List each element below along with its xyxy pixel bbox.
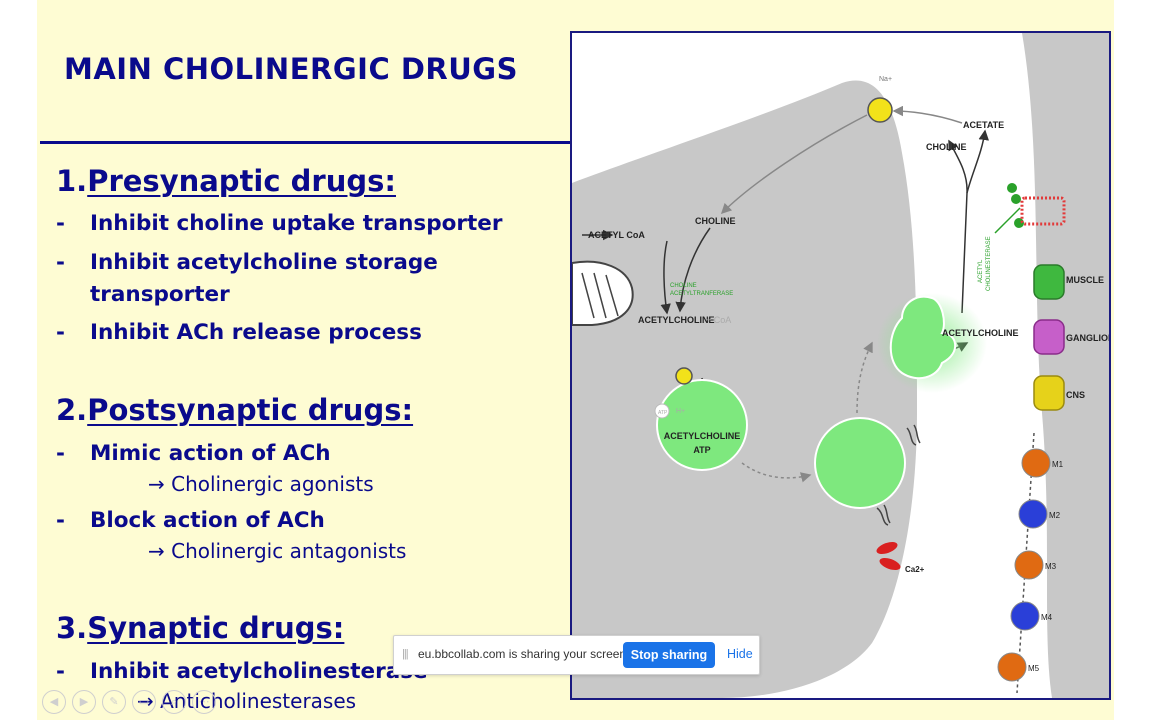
pen-icon[interactable]: ✎ — [102, 690, 126, 714]
snare-protein — [906, 424, 921, 446]
bullet-item: -Inhibit acetylcholinesterase — [56, 656, 428, 688]
snare-protein — [876, 504, 891, 526]
section-heading-synaptic: 3.Synaptic drugs: — [56, 611, 344, 645]
m5-label: M5 — [1028, 664, 1040, 673]
m2-label: M2 — [1049, 511, 1061, 520]
section-heading-text: Postsynaptic drugs: — [87, 393, 414, 427]
nicotinic-receptor — [1020, 196, 1066, 226]
m1-receptor — [1021, 448, 1051, 478]
h-plus-label: H+ — [676, 408, 685, 415]
vesicle-label: ATP — [693, 445, 710, 455]
bullet-text: Mimic action of ACh — [90, 441, 331, 466]
section-heading-text: Presynaptic drugs: — [87, 164, 396, 198]
bullet-text: Inhibit ACh release process — [90, 320, 422, 345]
calcium-channel — [876, 541, 898, 555]
vesicle-transporter — [675, 367, 693, 385]
m1-label: M1 — [1052, 460, 1064, 469]
ganglion-label: GANGLION — [1066, 333, 1109, 343]
section-heading-text: Synaptic drugs: — [87, 611, 345, 645]
section-number: 1. — [56, 164, 88, 198]
acetylcholine-label: ACETYLCHOLINE — [942, 328, 1019, 338]
bullet-text: Inhibit acetylcholine storage — [90, 250, 438, 275]
cns-receptor — [1033, 375, 1065, 411]
acetyl-coa-label: ACETYL CoA — [588, 230, 645, 240]
screen-share-bar: ||| eu.bbcollab.com is sharing your scre… — [393, 635, 760, 675]
section-heading-postsynaptic: 2.Postsynaptic drugs: — [56, 393, 413, 427]
acetate-label: ACETATE — [963, 120, 1004, 130]
bullet-item: -Inhibit choline uptake transporter — [56, 208, 502, 240]
calcium-channel — [879, 557, 901, 571]
enzyme-label: ACETYLTRANFERASE — [670, 291, 733, 297]
na-label: Na+ — [879, 76, 892, 83]
storage-vesicle — [656, 379, 748, 471]
acetylcholine-label: ACETYLCHOLINE — [638, 315, 715, 325]
section-number: 3. — [56, 611, 88, 645]
enzyme-label: CHOLINE — [670, 283, 697, 289]
ache-enzyme — [1007, 183, 1017, 193]
ache-label: CHOLINESTERASE — [986, 236, 992, 291]
presynaptic-terminal — [572, 80, 917, 698]
slide-title: MAIN CHOLINERGIC DRUGS — [64, 52, 518, 86]
bullet-item: -Inhibit acetylcholine storage — [56, 247, 438, 279]
m4-label: M4 — [1041, 613, 1053, 622]
synapse-diagram: Na+ ACETATE CHOLINE CHOLINE ACETYL CoA C… — [570, 31, 1111, 700]
ache-label: ACETYL — [978, 259, 984, 283]
choline-label: CHOLINE — [926, 142, 967, 152]
mitochondrion — [572, 260, 634, 326]
ache-enzyme — [1011, 194, 1021, 204]
bullet-dash: - — [56, 508, 65, 533]
stop-sharing-button[interactable]: Stop sharing — [623, 642, 715, 668]
atp-pump — [654, 403, 670, 419]
title-divider — [40, 141, 572, 144]
section-number: 2. — [56, 393, 88, 427]
bullet-text: Block action of ACh — [90, 508, 325, 533]
hide-link[interactable]: Hide — [727, 647, 753, 661]
choline-label: CHOLINE — [695, 216, 736, 226]
bullet-dash: - — [56, 320, 65, 345]
section-heading-presynaptic: 1.Presynaptic drugs: — [56, 164, 396, 198]
bullet-continuation: transporter — [90, 282, 230, 307]
ache-enzyme — [1014, 218, 1024, 228]
atp-label: ATP — [658, 410, 668, 416]
muscle-label: MUSCLE — [1066, 275, 1104, 285]
bullet-text: Inhibit choline uptake transporter — [90, 211, 503, 236]
bullet-item: -Block action of ACh — [56, 505, 325, 537]
ganglion-receptor — [1033, 319, 1065, 355]
bullet-dash: - — [56, 659, 65, 684]
docking-vesicle — [814, 417, 906, 509]
bullet-item: -Mimic action of ACh — [56, 438, 331, 470]
bullet-dash: - — [56, 211, 65, 236]
bullet-text: Inhibit acetylcholinesterase — [90, 659, 428, 684]
fusing-vesicle — [889, 295, 957, 380]
postsynaptic-cell — [1022, 33, 1109, 698]
m3-label: M3 — [1045, 562, 1057, 571]
prev-icon[interactable]: ◀ — [42, 690, 66, 714]
sub-item: → Cholinergic agonists — [148, 472, 374, 496]
muscle-receptor — [1033, 264, 1065, 300]
m3-receptor — [1014, 550, 1044, 580]
share-message: eu.bbcollab.com is sharing your screen. — [418, 647, 630, 661]
bullet-dash: - — [56, 250, 65, 275]
m2-receptor — [1018, 499, 1048, 529]
zoom-icon[interactable]: ⌕ — [162, 690, 186, 714]
m5-receptor — [997, 652, 1027, 682]
ache-arrow — [994, 207, 1021, 234]
calcium-label: Ca2+ — [905, 565, 925, 574]
next-icon[interactable]: ▶ — [72, 690, 96, 714]
vesicle-label: ACETYLCHOLINE — [664, 431, 741, 441]
choline-transporter — [867, 97, 893, 123]
sub-item: → Cholinergic antagonists — [148, 539, 407, 563]
cns-label: CNS — [1066, 390, 1085, 400]
slides-icon[interactable]: ▭ — [132, 690, 156, 714]
drag-handle-icon[interactable]: ||| — [402, 648, 409, 660]
bullet-item: -Inhibit ACh release process — [56, 317, 422, 349]
m4-receptor — [1010, 601, 1040, 631]
more-icon[interactable]: ⋯ — [192, 690, 216, 714]
coa-label: + CoA — [706, 315, 731, 325]
bullet-dash: - — [56, 441, 65, 466]
